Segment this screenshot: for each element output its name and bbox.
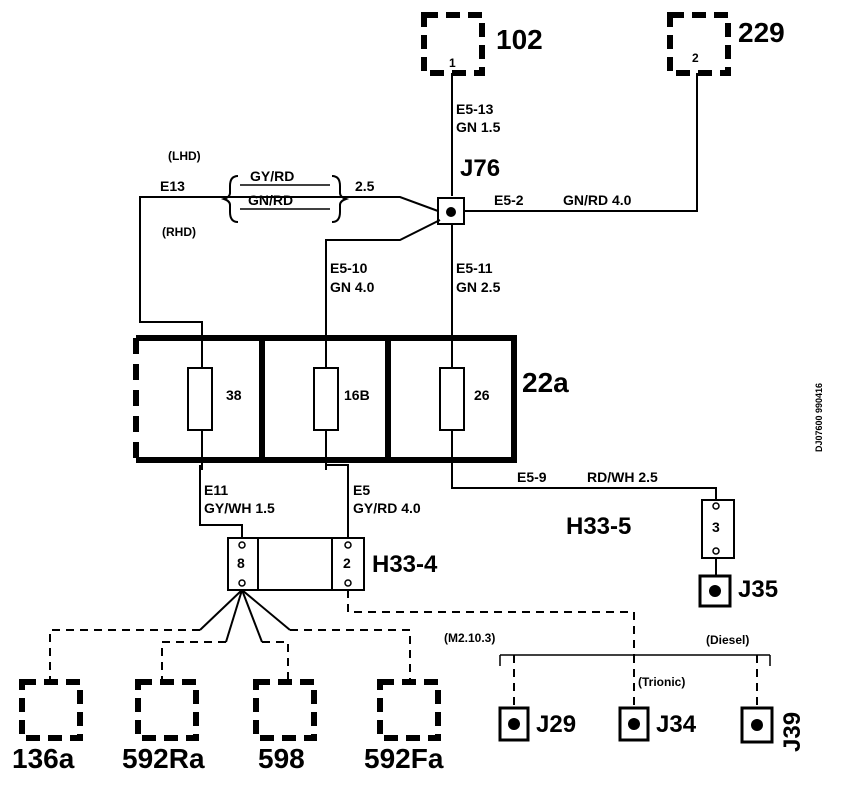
connector-229-label: 229 (738, 17, 785, 48)
connector-598-label: 598 (258, 743, 305, 774)
wire-e5-9-code: E5-9 (517, 469, 547, 485)
connector-h33-5-label: H33-5 (566, 513, 631, 540)
wire-e5-9-spec: RD/WH 2.5 (587, 469, 658, 485)
connector-102: 1 102 (421, 12, 543, 76)
wire-e5-2-spec: GN/RD 4.0 (563, 192, 632, 208)
connector-h33-4: 8 2 H33-4 (227, 537, 438, 591)
wire-e13-size: 2.5 (355, 178, 375, 194)
connector-229: 2 229 (667, 12, 785, 76)
wire-e13-lhd: (LHD) (168, 149, 201, 163)
drawing-code: DJ07600 990416 (814, 383, 824, 452)
connector-592fa: 592Fa (364, 679, 444, 774)
wire-e5-spec: GY/RD 4.0 (353, 500, 421, 516)
ground-j35-label: J35 (738, 576, 778, 603)
connector-h33-5: 3 H33-5 (566, 499, 735, 559)
connector-592fa-label: 592Fa (364, 743, 444, 774)
ground-j34-label: J34 (656, 711, 697, 738)
wire-e5-11-spec: GN 2.5 (456, 279, 501, 295)
fuse-16b: 16B (344, 387, 370, 403)
fusebox-label: 22a (522, 367, 569, 398)
wire-to-592fa (290, 629, 411, 682)
wire-e5-10 (325, 219, 441, 368)
connector-h33-4-pin-2: 2 (343, 555, 351, 571)
ground-j29-label: J29 (536, 711, 576, 738)
wire-e13-options: GY/RD GN/RD 2.5 (220, 168, 375, 223)
wire-e5-11-code: E5-11 (456, 260, 493, 276)
wire-e5-13-code: E5-13 (456, 101, 494, 117)
wire-e5-10-code: E5-10 (330, 260, 368, 276)
ground-j39-label: J39 (779, 712, 806, 752)
wire-e13 (139, 196, 439, 368)
connector-229-pin: 2 (692, 51, 699, 65)
variant-trionic: (Trionic) (638, 675, 685, 689)
wire-e11-code: E11 (204, 482, 228, 498)
wire-to-598 (262, 641, 289, 682)
wire-e11-spec: GY/WH 1.5 (204, 500, 275, 516)
connector-h33-5-pin: 3 (712, 519, 720, 535)
fanout-pin8 (199, 589, 291, 643)
connector-h33-4-pin-8: 8 (237, 555, 245, 571)
wire-e13-opt2: GN/RD (248, 192, 293, 208)
splice-j76: J76 (437, 155, 500, 225)
wire-e13-rhd: (RHD) (162, 225, 196, 239)
fusebox-22a: 38 16B 26 22a (133, 335, 569, 463)
splice-j76-label: J76 (460, 155, 500, 182)
wire-e5-2-code: E5-2 (494, 192, 524, 208)
wire-e5-9 (451, 430, 717, 500)
connector-592ra-label: 592Ra (122, 743, 205, 774)
wire-e13-opt1: GY/RD (250, 168, 294, 184)
wire-e11 (199, 465, 243, 538)
connector-598: 598 (253, 679, 317, 774)
ground-j35: J35 (698, 574, 778, 608)
connector-592ra: 592Ra (122, 679, 205, 774)
ground-j34: J34 (618, 706, 697, 742)
fuse-26: 26 (474, 387, 490, 403)
wire-e13-code: E13 (160, 178, 185, 194)
wire-e5-10-spec: GN 4.0 (330, 279, 375, 295)
connector-102-pin: 1 (449, 56, 456, 70)
wire-e5-13-spec: GN 1.5 (456, 119, 501, 135)
ground-j29: J29 (498, 706, 576, 742)
wire-e5 (326, 464, 349, 538)
connector-h33-4-label: H33-4 (372, 551, 438, 578)
variant-diesel: (Diesel) (706, 633, 749, 647)
wire-to-592ra (161, 641, 226, 682)
ground-j39: J39 (740, 706, 806, 752)
connector-136a-label: 136a (12, 743, 75, 774)
connector-136a: 136a (12, 679, 83, 774)
wire-e5-code: E5 (353, 482, 370, 498)
connector-102-label: 102 (496, 24, 543, 55)
variant-m2103: (M2.10.3) (444, 631, 495, 645)
fuse-38: 38 (226, 387, 242, 403)
wire-e5-2 (464, 73, 698, 212)
wire-h33-4-pin2 (347, 590, 635, 655)
wire-to-136a (49, 629, 200, 682)
